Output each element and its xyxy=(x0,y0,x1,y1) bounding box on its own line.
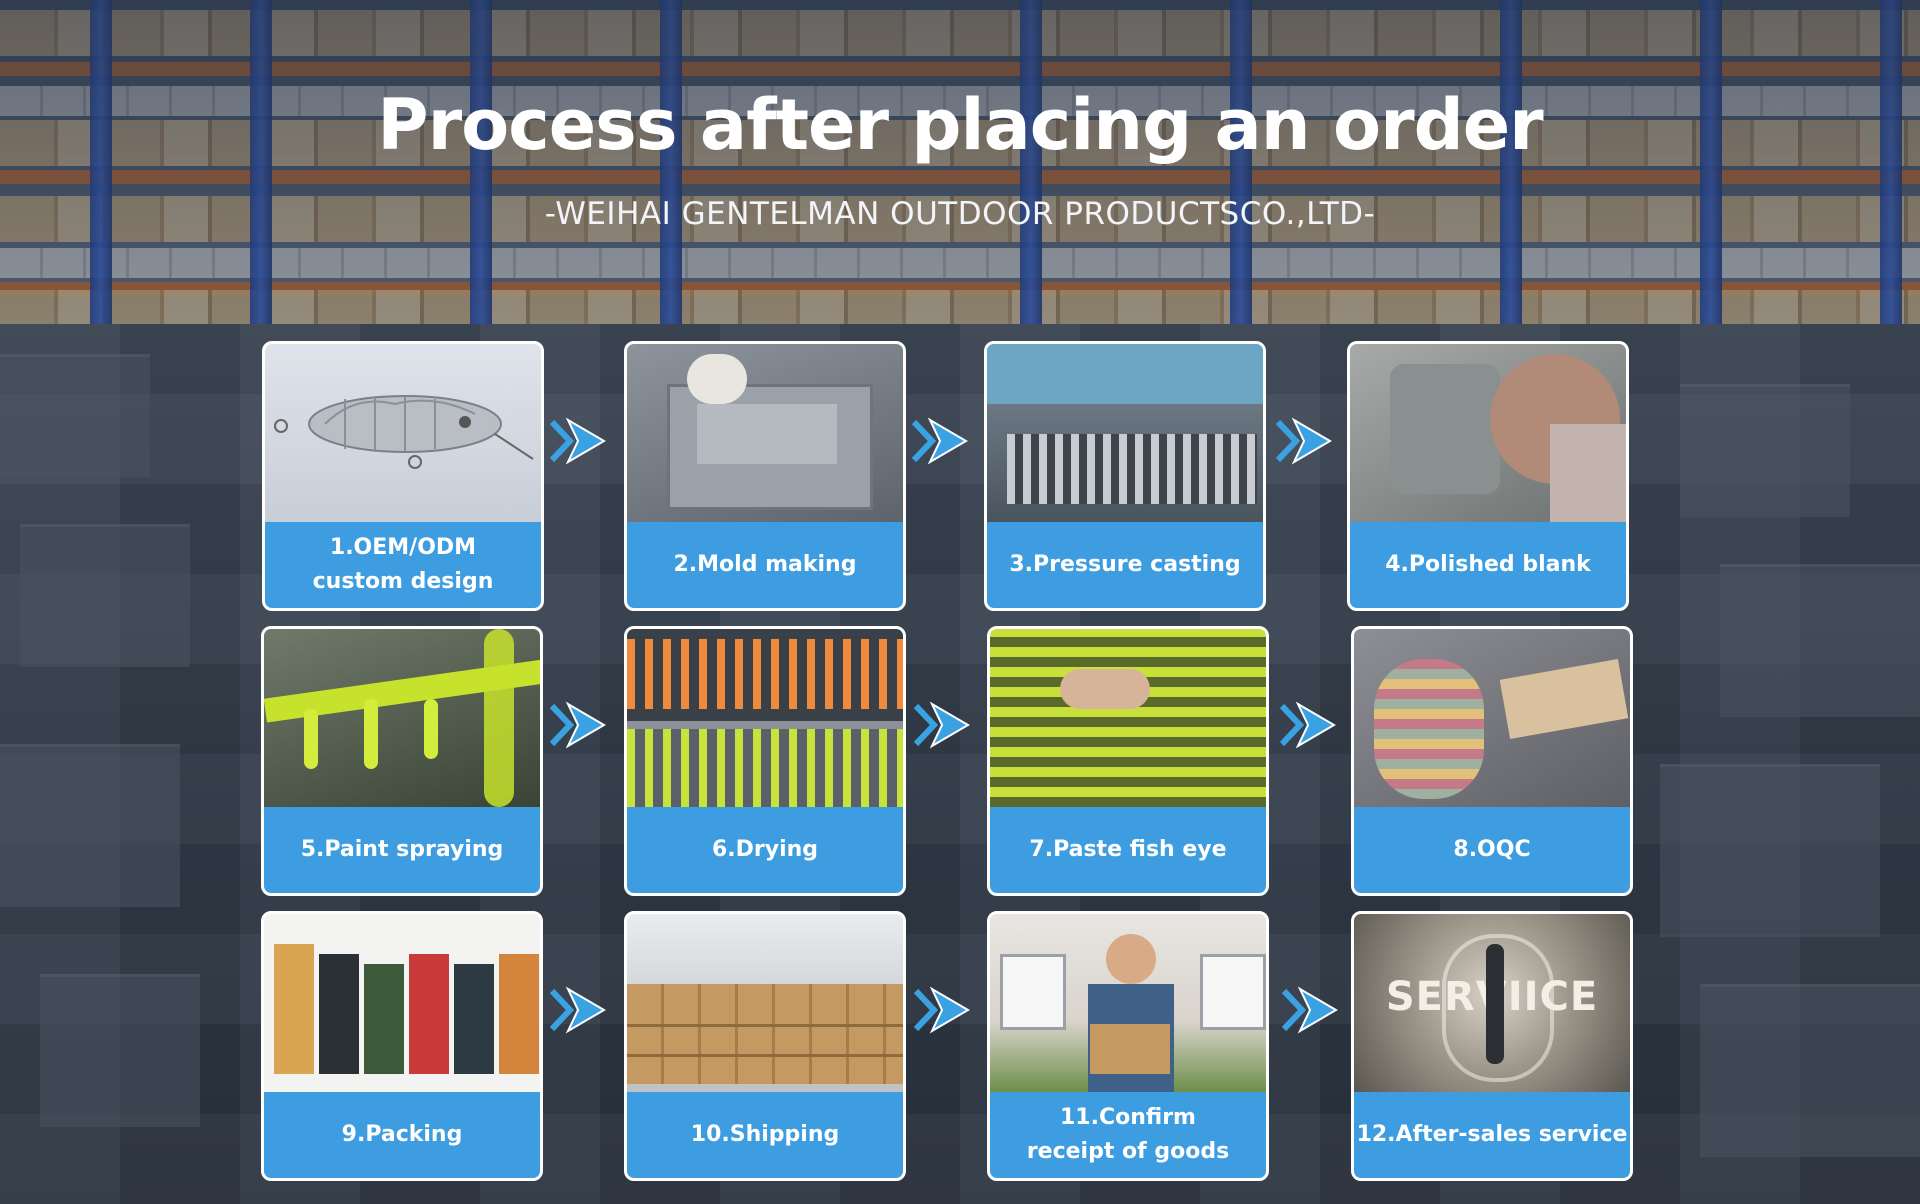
step-label: 2.Mold making xyxy=(627,522,903,608)
arrow-right-icon xyxy=(913,986,970,1034)
step-label: 12.After-sales service xyxy=(1354,1092,1630,1178)
company-subtitle: -WEIHAI GENTELMAN OUTDOOR PRODUCTSCO.,LT… xyxy=(544,196,1376,232)
step-label: 8.OQC xyxy=(1354,807,1630,893)
arrow-right-icon xyxy=(1279,701,1336,749)
step-card-oqc: 8.OQC xyxy=(1351,626,1633,896)
step-label: 11.Confirm receipt of goods xyxy=(990,1092,1266,1178)
arrow-right-icon xyxy=(549,701,606,749)
arrow-right-icon xyxy=(911,417,968,465)
step-card-mold-making: 2.Mold making xyxy=(624,341,906,611)
service-photo: SERVIICE xyxy=(1354,914,1630,1092)
lure-3d-model-photo xyxy=(265,344,541,522)
spraying-photo xyxy=(264,629,540,807)
step-card-drying: 6.Drying xyxy=(624,626,906,896)
oqc-photo xyxy=(1354,629,1630,807)
arrow-right-icon xyxy=(1281,986,1338,1034)
step-card-pressure-casting: 3.Pressure casting xyxy=(984,341,1266,611)
step-label: 10.Shipping xyxy=(627,1092,903,1178)
page-title: Process after placing an order xyxy=(377,84,1543,166)
casting-photo xyxy=(987,344,1263,522)
step-card-oem-odm: 1.OEM/ODM custom design xyxy=(262,341,544,611)
arrow-right-icon xyxy=(549,986,606,1034)
header-banner: Process after placing an order -WEIHAI G… xyxy=(0,0,1920,324)
step-card-paste-fish-eye: 7.Paste fish eye xyxy=(987,626,1269,896)
step-card-after-sales-service: SERVIICE 12.After-sales service xyxy=(1351,911,1633,1181)
delivery-photo xyxy=(990,914,1266,1092)
mold-photo xyxy=(627,344,903,522)
arrow-right-icon xyxy=(549,417,606,465)
step-label: 9.Packing xyxy=(264,1092,540,1178)
step-label: 5.Paint spraying xyxy=(264,807,540,893)
step-label: 6.Drying xyxy=(627,807,903,893)
drying-photo xyxy=(627,629,903,807)
step-label: 4.Polished blank xyxy=(1350,522,1626,608)
arrow-right-icon xyxy=(913,701,970,749)
fish-eye-photo xyxy=(990,629,1266,807)
step-label: 3.Pressure casting xyxy=(987,522,1263,608)
step-card-packing: 9.Packing xyxy=(261,911,543,1181)
step-label: 1.OEM/ODM custom design xyxy=(265,522,541,608)
step-card-paint-spraying: 5.Paint spraying xyxy=(261,626,543,896)
shipping-photo xyxy=(627,914,903,1092)
packing-photo xyxy=(264,914,540,1092)
polishing-photo xyxy=(1350,344,1626,522)
arrow-right-icon xyxy=(1275,417,1332,465)
step-card-polished-blank: 4.Polished blank xyxy=(1347,341,1629,611)
step-card-confirm-receipt: 11.Confirm receipt of goods xyxy=(987,911,1269,1181)
step-card-shipping: 10.Shipping xyxy=(624,911,906,1181)
step-label: 7.Paste fish eye xyxy=(990,807,1266,893)
